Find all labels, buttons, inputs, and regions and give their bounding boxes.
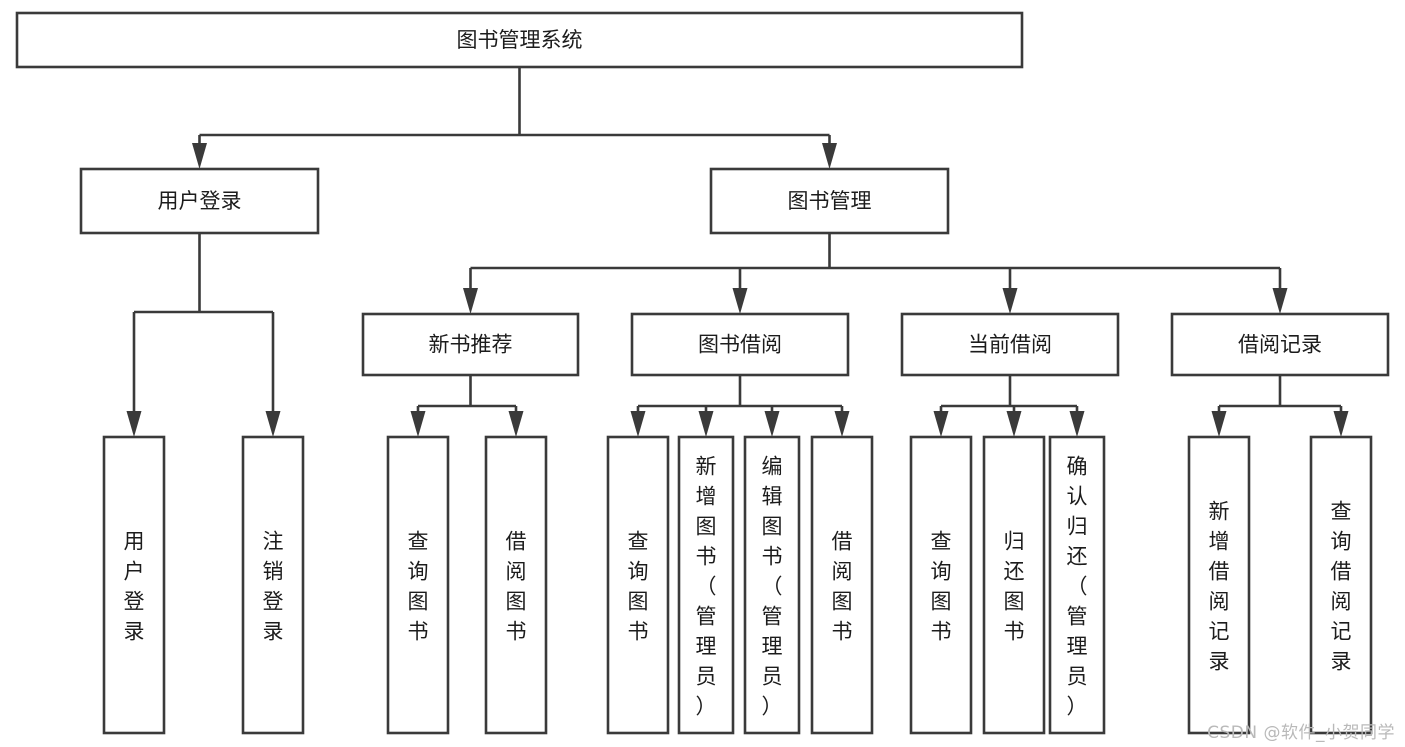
arrow-head bbox=[933, 411, 949, 437]
arrow-head bbox=[410, 411, 426, 437]
node-label: 新增借阅记录 bbox=[1209, 499, 1230, 673]
node-book-management[interactable]: 图书管理 bbox=[709, 167, 950, 235]
arrow-head bbox=[698, 411, 714, 437]
node-box[interactable] bbox=[386, 435, 450, 735]
node-leaf-logout[interactable]: 注销登录 bbox=[241, 435, 305, 735]
node-leaf-add-book-admin[interactable]: 新增图书（管理员） bbox=[677, 435, 735, 735]
arrow-head bbox=[822, 143, 837, 169]
node-label: 归还图书 bbox=[1004, 529, 1025, 643]
arrow-head bbox=[508, 411, 524, 437]
connector-group-book-management bbox=[463, 233, 1288, 314]
arrow-head bbox=[1002, 288, 1018, 314]
node-book-borrow[interactable]: 图书借阅 bbox=[630, 312, 850, 377]
connector-group-current-borrow bbox=[933, 375, 1085, 437]
arrow-head bbox=[1333, 411, 1349, 437]
node-label: 编辑图书（管理员） bbox=[762, 454, 783, 718]
node-layer: 图书管理系统用户登录图书管理新书推荐图书借阅当前借阅借阅记录用户登录注销登录查询… bbox=[15, 11, 1390, 735]
node-box[interactable] bbox=[810, 435, 874, 735]
node-box[interactable] bbox=[709, 167, 950, 235]
node-leaf-return-book[interactable]: 归还图书 bbox=[982, 435, 1046, 735]
watermark-label: CSDN @软件_小贺同学 bbox=[1207, 723, 1395, 743]
arrow-head bbox=[732, 288, 748, 314]
arrow-head bbox=[463, 288, 478, 314]
node-box[interactable] bbox=[743, 435, 801, 735]
node-label: 查询图书 bbox=[628, 529, 649, 643]
node-new-book-recommend[interactable]: 新书推荐 bbox=[361, 312, 580, 377]
node-user-login[interactable]: 用户登录 bbox=[79, 167, 320, 235]
node-box[interactable] bbox=[1187, 435, 1251, 735]
node-box[interactable] bbox=[15, 11, 1024, 69]
node-label: 借阅图书 bbox=[506, 529, 527, 643]
node-leaf-query-borrow-record[interactable]: 查询借阅记录 bbox=[1309, 435, 1373, 735]
connector-group-new-book-recommend bbox=[410, 375, 524, 437]
node-label: 图书管理 bbox=[788, 189, 872, 213]
arrow-head bbox=[1272, 288, 1288, 314]
connector-group-borrow-record bbox=[1211, 375, 1349, 437]
arrow-head bbox=[764, 411, 780, 437]
node-label: 当前借阅 bbox=[968, 333, 1052, 357]
node-label: 查询图书 bbox=[931, 529, 952, 643]
arrow-head bbox=[1069, 411, 1085, 437]
connector-group-book-borrow bbox=[630, 375, 850, 437]
node-label: 图书借阅 bbox=[698, 333, 782, 357]
node-root[interactable]: 图书管理系统 bbox=[15, 11, 1024, 69]
node-leaf-borrow-book-2[interactable]: 借阅图书 bbox=[810, 435, 874, 735]
arrow-head bbox=[1006, 411, 1022, 437]
node-box[interactable] bbox=[606, 435, 670, 735]
arrow-head bbox=[265, 411, 281, 437]
node-label: 新书推荐 bbox=[429, 333, 513, 357]
node-box[interactable] bbox=[630, 312, 850, 377]
arrow-head bbox=[834, 411, 850, 437]
node-box[interactable] bbox=[1048, 435, 1106, 735]
node-box[interactable] bbox=[909, 435, 973, 735]
node-label: 借阅图书 bbox=[832, 529, 853, 643]
node-label: 查询借阅记录 bbox=[1331, 499, 1352, 673]
arrow-head bbox=[126, 411, 142, 437]
node-borrow-record[interactable]: 借阅记录 bbox=[1170, 312, 1390, 377]
node-box[interactable] bbox=[484, 435, 548, 735]
node-label: 用户登录 bbox=[158, 189, 242, 213]
node-box[interactable] bbox=[241, 435, 305, 735]
node-leaf-add-borrow-record[interactable]: 新增借阅记录 bbox=[1187, 435, 1251, 735]
arrow-head bbox=[1211, 411, 1227, 437]
node-leaf-edit-book-admin[interactable]: 编辑图书（管理员） bbox=[743, 435, 801, 735]
node-leaf-borrow-book-1[interactable]: 借阅图书 bbox=[484, 435, 548, 735]
node-box[interactable] bbox=[1309, 435, 1373, 735]
node-label: 确认归还（管理员） bbox=[1067, 454, 1088, 718]
node-label: 新增图书（管理员） bbox=[696, 454, 717, 718]
node-box[interactable] bbox=[677, 435, 735, 735]
node-label: 借阅记录 bbox=[1238, 333, 1322, 357]
node-label: 用户登录 bbox=[124, 529, 145, 643]
node-box[interactable] bbox=[900, 312, 1120, 377]
node-box[interactable] bbox=[79, 167, 320, 235]
arrow-head bbox=[630, 411, 646, 437]
node-box[interactable] bbox=[1170, 312, 1390, 377]
node-label: 图书管理系统 bbox=[457, 28, 583, 52]
node-leaf-user-login[interactable]: 用户登录 bbox=[102, 435, 166, 735]
node-leaf-query-book-2[interactable]: 查询图书 bbox=[606, 435, 670, 735]
arrow-head bbox=[192, 143, 207, 169]
node-current-borrow[interactable]: 当前借阅 bbox=[900, 312, 1120, 377]
connector-group-root bbox=[192, 67, 837, 169]
node-label: 查询图书 bbox=[408, 529, 429, 643]
node-box[interactable] bbox=[982, 435, 1046, 735]
node-leaf-query-book-1[interactable]: 查询图书 bbox=[386, 435, 450, 735]
node-label: 注销登录 bbox=[263, 529, 284, 643]
node-leaf-query-book-3[interactable]: 查询图书 bbox=[909, 435, 973, 735]
connector-layer bbox=[126, 67, 1349, 437]
node-leaf-confirm-return-admin[interactable]: 确认归还（管理员） bbox=[1048, 435, 1106, 735]
connector-group-user-login bbox=[126, 233, 281, 437]
node-box[interactable] bbox=[361, 312, 580, 377]
node-box[interactable] bbox=[102, 435, 166, 735]
